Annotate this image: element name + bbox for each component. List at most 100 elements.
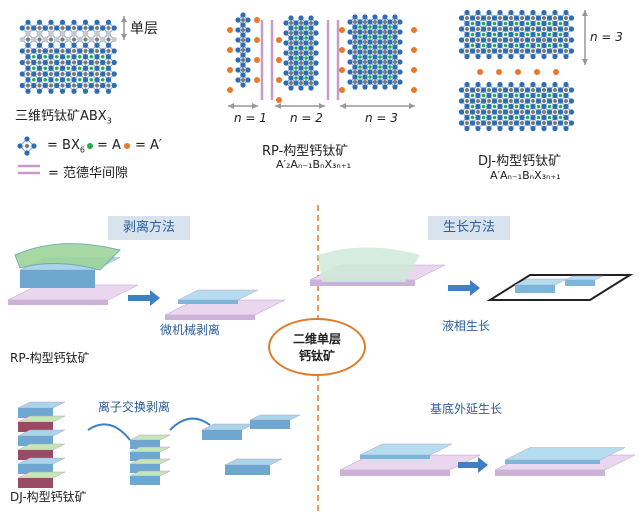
rp-n2-lattice-x-site bbox=[293, 40, 299, 46]
dj-top-lattice-x-site bbox=[541, 9, 547, 16]
three-d-lattice-b-site bbox=[60, 72, 65, 76]
dj-bottom-lattice-x-site bbox=[508, 81, 514, 88]
rp-n1-lattice-b-site bbox=[241, 38, 245, 42]
dj-bottom-lattice-a-site bbox=[492, 115, 497, 120]
dj-bottom-lattice-b-site bbox=[542, 110, 546, 114]
rp-n2-lattice-x-site bbox=[308, 45, 314, 51]
a-prime-dot bbox=[411, 67, 417, 73]
three-d-lattice-x-site bbox=[100, 36, 106, 43]
three-d-lattice-x-site bbox=[71, 19, 77, 25]
dj-top-lattice-x-site bbox=[546, 37, 553, 43]
dj-bottom-lattice-x-site bbox=[491, 98, 498, 104]
legend-bx6-icon-x-site bbox=[31, 143, 37, 149]
rp-n1-lattice-x-site bbox=[245, 77, 251, 83]
rp-n3-lattice-b-site bbox=[353, 50, 357, 54]
dj-bottom-lattice-b-site bbox=[487, 110, 491, 114]
rp-n3-lattice-x-site bbox=[367, 49, 373, 55]
rp-n1-lattice-x-site bbox=[235, 77, 241, 83]
dj-bottom-lattice-a-site bbox=[525, 104, 530, 109]
rp-n3-lattice-b-site bbox=[353, 70, 357, 74]
rp-n3-lattice-x-site bbox=[382, 54, 388, 60]
dj-top-lattice-x-site bbox=[497, 20, 503, 27]
three-d-lattice-x-site bbox=[71, 31, 77, 37]
dj-top-lattice-b-site bbox=[487, 27, 491, 31]
dj-bottom-lattice-x-site bbox=[535, 87, 542, 93]
a-prime-dot bbox=[339, 47, 345, 53]
rp-n2-label: n = 2 bbox=[290, 111, 323, 125]
mechanical-exfoliation-label: 微机械剥离 bbox=[160, 323, 221, 337]
rp-n3-lattice-x-site bbox=[357, 79, 363, 85]
dj-top-lattice-x-site bbox=[557, 37, 564, 43]
dj-bottom-lattice-a-site bbox=[514, 115, 519, 120]
dj-bottom-lattice-a-site bbox=[536, 115, 541, 120]
dj-bottom-lattice-x-site bbox=[497, 125, 503, 132]
rp-n3-lattice-x-site bbox=[362, 84, 368, 90]
rp-n2-lattice-x-site bbox=[298, 75, 304, 81]
rp-n2-lattice-x-site bbox=[303, 40, 309, 46]
three-d-lattice-x-site bbox=[65, 36, 71, 43]
rp-n3-lattice-x-site bbox=[382, 44, 388, 50]
rp-n2-lattice-x-site bbox=[283, 30, 289, 36]
exfoliated-sheet-side bbox=[225, 465, 270, 475]
rp-n2-lattice-b-site bbox=[299, 71, 303, 75]
dj-top-lattice-x-site bbox=[524, 26, 531, 32]
rp-n3-lattice-x-site bbox=[362, 74, 368, 80]
dj-top-lattice-a-site bbox=[525, 43, 530, 48]
three-d-lattice-x-site bbox=[19, 25, 25, 31]
rp-n2-lattice-x-site bbox=[283, 80, 289, 86]
rp-n3-lattice-a-site bbox=[368, 65, 372, 69]
three-d-lattice-a-site bbox=[54, 66, 59, 71]
a-prime-dot bbox=[411, 47, 417, 53]
rp-n2-lattice-a-site bbox=[304, 76, 308, 80]
three-d-lattice-b-site bbox=[60, 60, 65, 65]
dj-top-lattice-x-site bbox=[552, 20, 558, 27]
dj-bottom-lattice-b-site bbox=[509, 88, 513, 92]
dj-bottom-lattice-x-site bbox=[469, 120, 476, 126]
dj-bottom-lattice-x-site bbox=[535, 120, 542, 126]
dj-top-lattice-x-site bbox=[486, 53, 492, 60]
dj-bottom-lattice-x-site bbox=[508, 103, 514, 110]
three-d-lattice-x-site bbox=[94, 42, 100, 48]
dj-top-lattice-a-site bbox=[525, 21, 530, 26]
legend-a-prime: = A′ bbox=[135, 138, 162, 153]
dj-top-lattice-x-site bbox=[480, 15, 487, 21]
rp-n1-lattice-x-site bbox=[240, 32, 246, 38]
center-line-2: 钙钛矿 bbox=[298, 349, 335, 363]
center-line-1: 二维单层 bbox=[292, 332, 341, 346]
rp-n3-lattice-b-site bbox=[393, 20, 397, 24]
rp-n3-lattice-x-site bbox=[392, 64, 398, 70]
rp-n2-lattice-x-site bbox=[293, 80, 299, 86]
three-d-lattice-x-site bbox=[36, 54, 43, 60]
rp-n2-lattice-x-site bbox=[298, 65, 304, 71]
dj-top-lattice-x-site bbox=[508, 53, 514, 60]
a-prime-dot bbox=[254, 57, 260, 63]
three-d-lattice-b-site bbox=[49, 60, 53, 65]
dj-top-lattice-x-site bbox=[502, 48, 509, 54]
three-d-lattice-b-site bbox=[49, 83, 53, 88]
rp-n3-lattice-a-site bbox=[388, 45, 392, 49]
rp-n2-lattice-x-site bbox=[283, 70, 289, 76]
three-d-lattice-x-site bbox=[59, 31, 66, 37]
rp-n3-lattice-x-site bbox=[362, 24, 368, 30]
three-d-lattice-x-site bbox=[77, 71, 83, 77]
three-d-lattice-x-site bbox=[100, 82, 106, 89]
dj-bottom-lattice-a-site bbox=[470, 93, 475, 98]
rp-n3-lattice-a-site bbox=[388, 65, 392, 69]
dj-bottom-lattice-b-site bbox=[520, 110, 524, 114]
three-d-lattice-x-site bbox=[42, 59, 48, 66]
three-d-lattice-x-site bbox=[100, 71, 106, 77]
rp-n2-lattice-x-site bbox=[308, 25, 314, 31]
monolayer-arrow-head bbox=[121, 16, 127, 22]
three-d-lattice-b-site bbox=[60, 37, 65, 42]
rp-n1-lattice-b-site bbox=[241, 48, 245, 52]
three-d-lattice-x-site bbox=[19, 59, 25, 66]
three-d-lattice-a-site bbox=[31, 77, 36, 82]
dj-top-lattice-x-site bbox=[557, 48, 564, 54]
rp-n3-lattice-x-site bbox=[357, 69, 363, 75]
dj-top-lattice-b-site bbox=[520, 38, 524, 42]
rp-n3-lattice-x-site bbox=[352, 34, 358, 40]
arrow-liquid bbox=[448, 280, 480, 296]
dj-bottom-lattice-x-site bbox=[502, 120, 509, 126]
liquid-droplet bbox=[318, 247, 420, 282]
three-d-lattice-x-site bbox=[36, 42, 43, 48]
